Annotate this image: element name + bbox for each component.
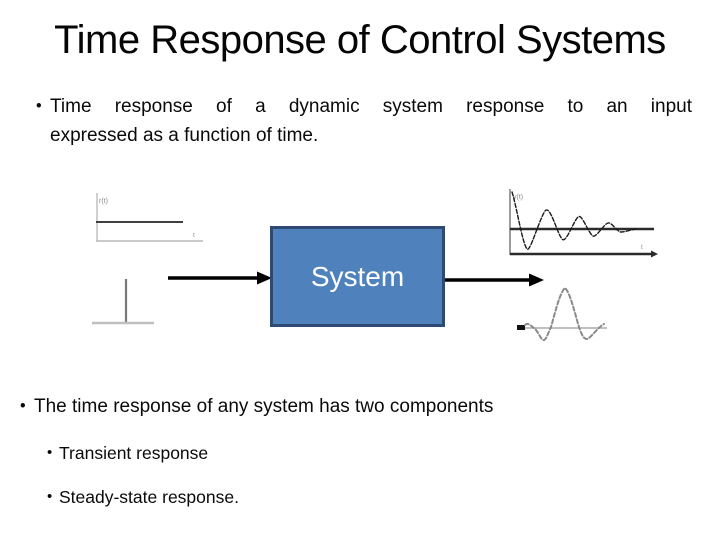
input-arrow [168,271,272,285]
sub-bullet-transient-text: Transient response [59,443,209,463]
system-block: System [270,226,445,327]
input-arrow-head [257,271,272,285]
output-arrow [445,273,544,287]
bullet-paragraph-1: • Time response of a dynamic system resp… [36,92,692,150]
input-step-y-label: r(t) [99,198,108,205]
bullet-icon: • [47,445,53,461]
bullet-paragraph-2: • The time response of any system has tw… [20,392,700,421]
bullet-icon: • [20,397,26,415]
bullet-icon: • [47,489,53,505]
input-step-x-label: t [193,232,195,239]
output-damped-response-graph: y(t) t [509,189,658,258]
sub-bullet-steady-state-text: Steady-state response. [59,487,239,507]
output-graph-y-label: y(t) [513,194,523,201]
input-impulse-graph [92,279,154,325]
input-step-graph: r(t) t [96,193,203,242]
impulse-response-curve [524,286,605,342]
slide-title: Time Response of Control Systems [54,18,666,62]
sub-bullet-steady-state: • Steady-state response. [47,484,687,510]
system-block-label: System [310,260,405,292]
bullet-1-text: Time response of a dynamic system respon… [50,92,692,150]
output-graph-x-label: t [641,244,643,251]
sub-bullet-transient: • Transient response [47,440,687,466]
impulse-response-marker [517,325,525,330]
output-arrow-head [529,273,544,287]
bullet-2-text: The time response of any system has two … [34,396,494,417]
output-impulse-response-graph [517,286,607,342]
output-graph-x-axis-arrow [651,250,658,258]
bullet-1-line-2: expressed as a function of time. [50,125,319,146]
bullet-1-line-1: Time response of a dynamic system respon… [50,96,692,117]
bullet-icon: • [36,97,42,115]
damped-oscillation-curve [511,191,638,250]
